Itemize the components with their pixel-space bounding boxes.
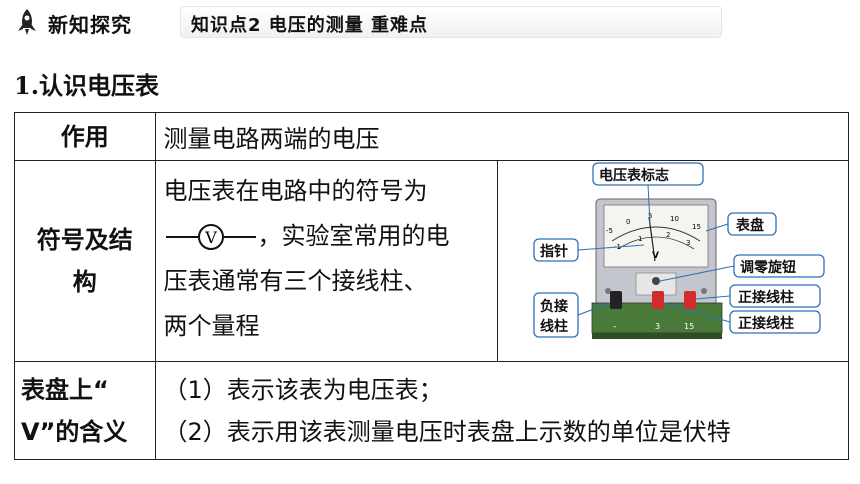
terminal-label-1: 3 [655, 322, 660, 331]
scale-inner-1: 2 [666, 231, 670, 239]
terminal-neg [609, 291, 622, 309]
row-label-meaning-line2: V”的含义 [21, 417, 128, 446]
row-label-meaning-line1: 表盘上“ [21, 375, 109, 404]
dial-letter: V [652, 251, 659, 261]
terminal-15 [683, 291, 696, 309]
callout-pos-a: 正接线柱 [738, 289, 794, 306]
meaning-item-1: （1）表示该表为电压表； [163, 375, 443, 404]
terminal-label-2: 15 [684, 322, 694, 331]
table-row: 符号及结 构 电压表在电路中的符号为 V ，实验室常用的电 压表通常有三个接线柱… [14, 160, 850, 362]
terminal-3 [651, 291, 664, 309]
scale-inner-2: 3 [686, 239, 690, 247]
zero-knob [651, 277, 660, 285]
meaning-item-2: （2）表示用该表测量电压时表盘上示数的单位是伏特 [163, 417, 731, 446]
row-label-function: 作用 [14, 112, 156, 161]
desc-line-4: 两个量程 [163, 312, 260, 340]
topic-title: 知识点2 电压的测量 重难点 [191, 15, 429, 36]
desc-line-3: 压表通常有三个接线柱、 [163, 267, 428, 295]
rocket-icon [18, 9, 36, 35]
voltmeter-figure: -5 -1 0 5 10 15 1 2 3 V [533, 162, 825, 339]
scale-outer-1: 5 [648, 212, 652, 220]
row-label-meaning: 表盘上“ V”的含义 [14, 361, 156, 460]
row-label-symbol: 符号及结 构 [14, 160, 156, 362]
section-tag: 新知探究 [48, 13, 132, 37]
row-content-meaning: （1）表示该表为电压表； （2）表示用该表测量电压时表盘上示数的单位是伏特 [154, 361, 850, 460]
voltmeter-symbol-icon: V [165, 224, 256, 250]
row-content-function: 测量电路两端的电压 [154, 112, 850, 161]
dial-arc-inner [617, 236, 695, 250]
meter-base-edge [591, 333, 722, 339]
scale-neg-outer: -5 [606, 227, 613, 235]
desc-line-2-tail: ，实验室常用的电 [257, 222, 450, 250]
callout-dial: 表盘 [735, 217, 764, 234]
scale-outer-0: 0 [626, 218, 630, 226]
callout-neg-2: 线柱 [540, 318, 568, 335]
scale-outer-3: 15 [692, 223, 701, 231]
callout-mark: 电压表标志 [599, 167, 669, 184]
table-row: 作用 测量电路两端的电压 [14, 112, 850, 161]
row-label-symbol-line2: 构 [72, 268, 97, 296]
row-label-symbol-line1: 符号及结 [36, 226, 133, 254]
scale-outer-2: 10 [670, 215, 679, 223]
topic-bar: 知识点2 电压的测量 重难点 [180, 6, 722, 38]
callout-zero-knob: 调零旋钮 [740, 259, 796, 276]
subheading: 1.认识电压表 [14, 71, 160, 100]
pointer-needle [648, 216, 656, 262]
voltmeter-table: 作用 测量电路两端的电压 符号及结 构 电压表在电路中的符号为 V ，实验室常用… [14, 112, 850, 460]
dial-arc-outer [611, 226, 701, 242]
callout-pos-b: 正接线柱 [738, 315, 794, 332]
symbol-letter: V [204, 228, 217, 247]
desc-line-1: 电压表在电路中的符号为 [163, 177, 428, 205]
terminal-label-0: - [613, 322, 616, 332]
callout-neg-1: 负接 [540, 298, 568, 315]
table-row: 表盘上“ V”的含义 （1）表示该表为电压表； （2）表示用该表测量电压时表盘上… [14, 361, 850, 460]
callout-pointer: 指针 [540, 243, 568, 260]
row-content-symbol: 电压表在电路中的符号为 V ，实验室常用的电 压表通常有三个接线柱、 两个量程 [154, 160, 498, 362]
section-header: 新知探究 知识点2 电压的测量 重难点 [14, 6, 722, 38]
screw-right [700, 288, 707, 294]
screw-left [604, 288, 611, 294]
desc-line-2: V ，实验室常用的电 [164, 214, 489, 259]
voltmeter-figure-cell: -5 -1 0 5 10 15 1 2 3 V [496, 160, 850, 362]
scale-inner-0: 1 [638, 235, 642, 243]
